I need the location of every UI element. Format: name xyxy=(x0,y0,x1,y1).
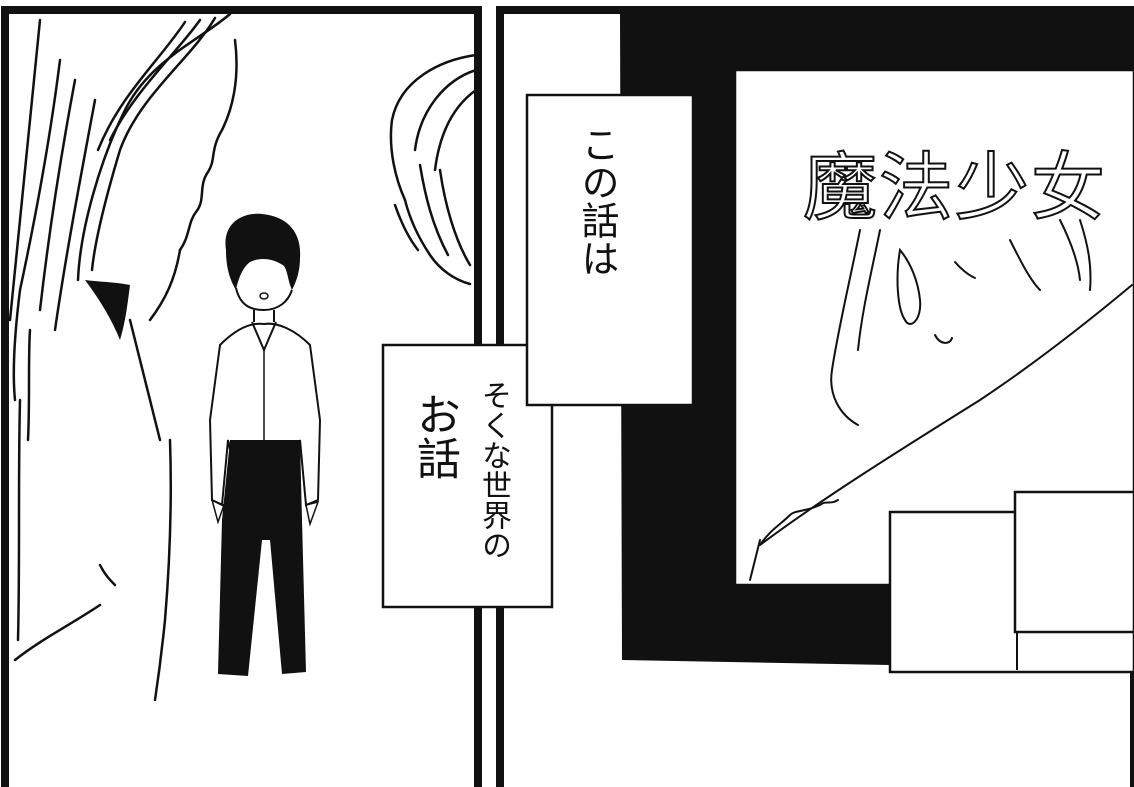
caption-left-line-2: お話 xyxy=(409,392,460,480)
caption-left-line-1: そくな世界の xyxy=(476,380,511,560)
caption-right-line-1: この話は xyxy=(575,125,619,277)
caption-box-right xyxy=(525,93,695,407)
woman-left-figure xyxy=(8,12,238,702)
boy-figure xyxy=(208,213,322,676)
girl-sketch xyxy=(749,219,1133,581)
caption-box-left xyxy=(381,343,554,609)
woman-right-figure xyxy=(389,53,478,286)
title-magical-girl: 魔法少女 xyxy=(802,144,1107,232)
lower-block-2 xyxy=(1013,490,1134,634)
woman-left-hair-shadow xyxy=(85,280,130,340)
